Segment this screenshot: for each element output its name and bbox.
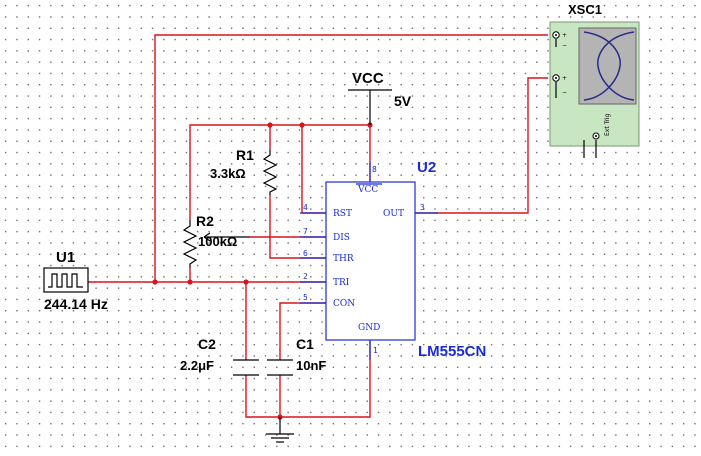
r2-value: 100kΩ (198, 234, 237, 249)
pin-label-thr: THR (333, 254, 354, 264)
pin-num-tri: 2 (303, 272, 308, 281)
pin-label-tri: TRI (333, 278, 350, 288)
pin-num-thr: 6 (303, 249, 308, 258)
channel-a-minus-mark: − (562, 42, 567, 49)
terminal-dot (555, 77, 557, 79)
channel-b-plus-mark: + (562, 75, 567, 82)
pin-label-con: CON (333, 299, 355, 309)
terminal-dot (555, 34, 557, 36)
pin-num-rst: 4 (303, 203, 308, 212)
junction-dot (243, 279, 249, 285)
vcc-name: VCC (352, 70, 384, 87)
scope-name: XSC1 (568, 2, 602, 17)
capacitor-c2[interactable]: C2 2.2μF (180, 336, 259, 376)
wire-out-to-scope-b (415, 77, 548, 214)
r1-name: R1 (236, 147, 254, 163)
junction-dot (267, 122, 273, 128)
resistor-r1-symbol (262, 150, 278, 195)
pin-num-dis: 7 (303, 227, 308, 236)
resistor-r1[interactable]: R1 3.3kΩ (210, 147, 278, 195)
junction-dot (299, 122, 305, 128)
c1-name: C1 (296, 336, 314, 352)
square-wave-icon (48, 273, 83, 288)
junction-dot (187, 279, 193, 285)
pin-label-rst: RST (333, 209, 352, 219)
u1-frequency: 244.14 Hz (44, 296, 108, 312)
r2-wiper-arrow (203, 232, 250, 242)
pin-label-vcc: VCC (357, 185, 378, 195)
ground-symbol (266, 417, 294, 443)
scope-trace-b (597, 31, 635, 101)
ic-body (325, 181, 416, 341)
u2-name: U2 (417, 159, 436, 176)
scope-screen (578, 27, 637, 105)
pin-label-dis: DIS (333, 233, 350, 243)
pin-num-out: 3 (420, 203, 425, 212)
clock-source-u1[interactable]: U1 244.14 Hz (43, 249, 108, 312)
u1-name: U1 (56, 249, 75, 266)
vcc-source[interactable]: VCC 5V (348, 70, 412, 125)
resistor-r2-symbol (182, 220, 198, 268)
timer-ic-u2[interactable]: 8 4 3 7 6 2 5 1 VCC RST OUT DIS THR TRI … (300, 159, 486, 360)
wire-ground-loop (245, 340, 371, 418)
pin-label-out: OUT (383, 209, 404, 219)
channel-a-plus-mark: + (562, 32, 567, 39)
oscilloscope-xsc1[interactable]: XSC1 + − + − Ext Trig (549, 2, 640, 158)
capacitor-c1[interactable]: C1 10nF (267, 336, 326, 376)
c2-value: 2.2μF (180, 358, 214, 373)
terminal-dot (595, 135, 597, 137)
junction-dot (152, 279, 158, 285)
c2-name: C2 (198, 336, 216, 352)
channel-b-minus-mark: − (562, 89, 567, 96)
scope-trace-a (583, 31, 621, 101)
pin-num-con: 5 (303, 293, 308, 302)
r2-mask (183, 220, 197, 268)
ext-trig-label: Ext Trig (604, 113, 611, 136)
c1-value: 10nF (296, 358, 326, 373)
potentiometer-r2[interactable]: R2 100kΩ (182, 213, 250, 268)
u2-part: LM555CN (418, 343, 486, 360)
r1-value: 3.3kΩ (210, 166, 246, 181)
vcc-value: 5V (394, 93, 412, 109)
pin-label-gnd: GND (358, 323, 380, 333)
pin-num-vcc: 8 (372, 165, 377, 174)
clock-box (43, 267, 89, 293)
pin-num-gnd: 1 (373, 346, 378, 355)
wire-to-scope-a (154, 34, 548, 282)
r2-name: R2 (196, 213, 214, 229)
